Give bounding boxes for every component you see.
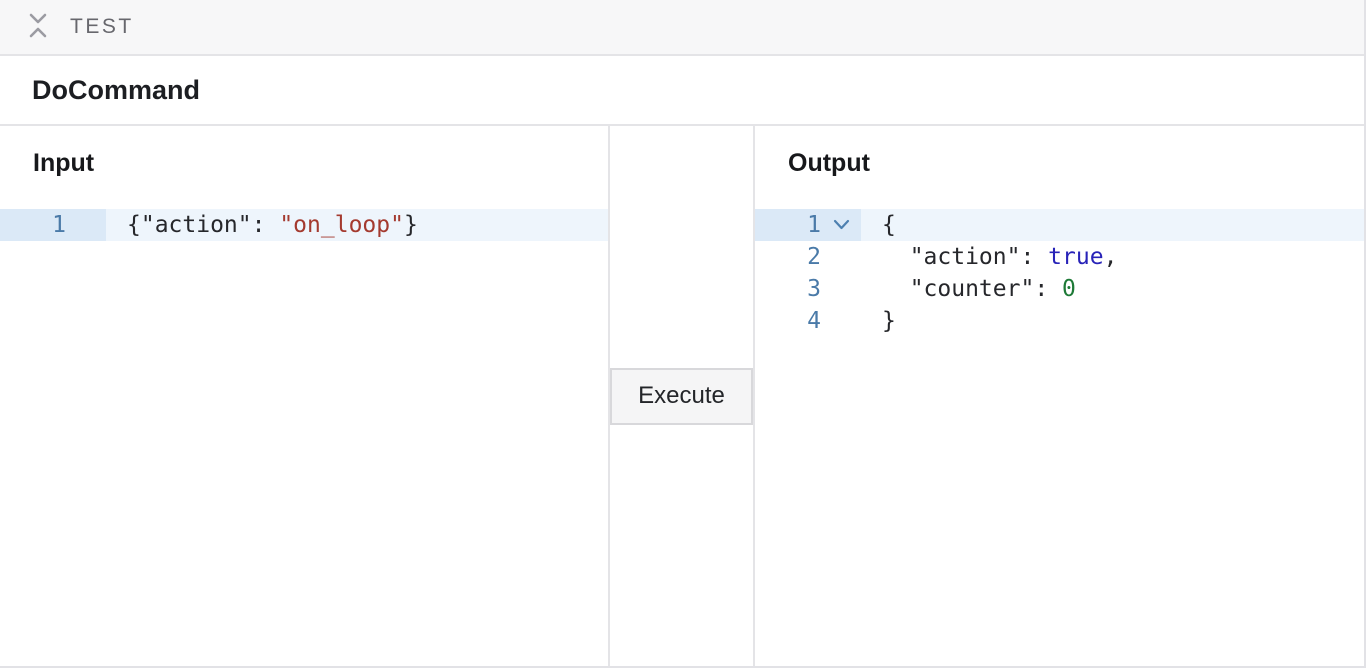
editor-gutter: 2	[755, 241, 861, 273]
output-panel-title: Output	[788, 149, 870, 177]
code-segment-default: {	[882, 212, 896, 238]
editor-gutter: 1	[755, 209, 861, 241]
editor-gutter: 4	[755, 305, 861, 337]
code-line: 2 "action": true,	[755, 241, 1364, 273]
code-segment-default: "action":	[882, 244, 1049, 270]
collapse-vertical-icon	[27, 11, 49, 44]
code-segment-default: "counter":	[882, 276, 1063, 302]
command-body: Input 1{"action": "on_loop"} Execute Out…	[0, 126, 1364, 666]
code-line: 1{	[755, 209, 1364, 241]
code-segment-string: "on_loop"	[279, 212, 404, 238]
code-text[interactable]: {"action": "on_loop"}	[106, 209, 418, 241]
line-number: 4	[807, 308, 821, 334]
code-line: 3 "counter": 0	[755, 273, 1364, 305]
code-text: {	[861, 209, 896, 241]
fold-slot-empty	[821, 241, 861, 273]
code-segment-bool: true	[1048, 244, 1104, 270]
panel-divider-left	[608, 126, 610, 666]
test-panel-header[interactable]: TEST	[0, 0, 1364, 56]
fold-slot-empty	[821, 273, 861, 305]
output-panel: Output 1{2 "action": true,3 "counter": 0…	[755, 126, 1364, 666]
code-segment-default: {"action":	[127, 212, 280, 238]
editor-gutter: 3	[755, 273, 861, 305]
fold-slot-empty	[66, 209, 106, 241]
panel-divider-right	[753, 126, 755, 666]
code-text: "counter": 0	[861, 273, 1076, 305]
input-panel: Input 1 {"action": "on_loop"}	[0, 126, 608, 666]
code-segment-default: ,	[1103, 244, 1118, 270]
code-line[interactable]: 1 {"action": "on_loop"}	[0, 209, 608, 241]
code-segment-num: 0	[1062, 276, 1076, 302]
input-panel-title: Input	[33, 149, 95, 177]
code-line: 4}	[755, 305, 1364, 337]
code-segment-default: }	[882, 308, 896, 334]
line-number: 1	[52, 212, 66, 238]
command-title: DoCommand	[32, 74, 200, 105]
line-number: 2	[807, 244, 821, 270]
code-text: "action": true,	[861, 241, 1118, 273]
collapse-panel-button[interactable]	[27, 11, 49, 44]
chevron-down-icon[interactable]	[821, 209, 861, 241]
code-text: }	[861, 305, 896, 337]
line-number: 1	[807, 212, 821, 238]
line-number: 3	[807, 276, 821, 302]
command-header: DoCommand	[0, 56, 1364, 126]
test-panel-label: TEST	[70, 15, 134, 38]
fold-slot-empty	[821, 305, 861, 337]
code-segment-default: }	[403, 212, 418, 238]
editor-gutter: 1	[0, 209, 106, 241]
input-code-editor[interactable]: 1 {"action": "on_loop"}	[0, 209, 608, 241]
execute-column: Execute	[610, 126, 753, 666]
execute-button[interactable]: Execute	[610, 367, 753, 425]
